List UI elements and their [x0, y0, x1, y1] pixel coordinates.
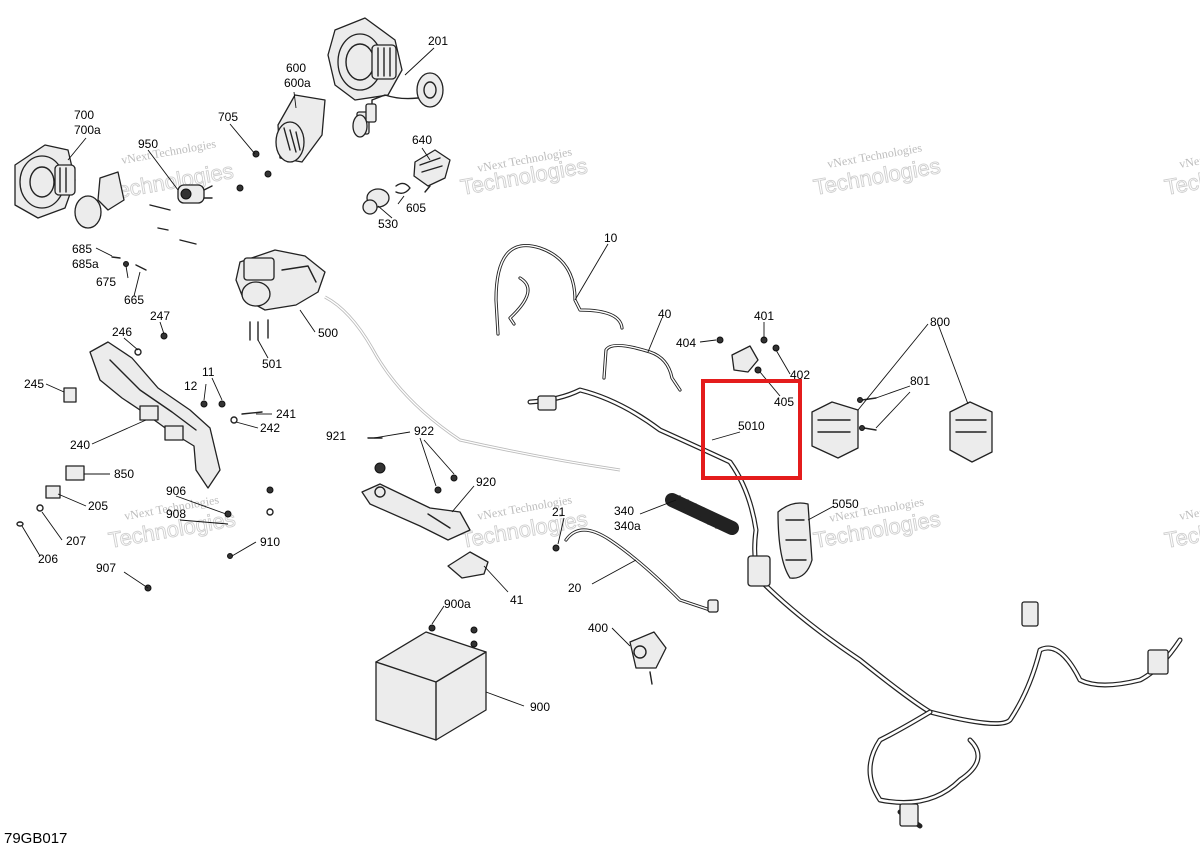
callout-605[interactable]: 605	[406, 201, 426, 215]
callout-405[interactable]: 405	[774, 395, 794, 409]
callout-404[interactable]: 404	[676, 336, 696, 350]
bracket-920	[361, 437, 471, 541]
callout-685[interactable]: 685	[72, 242, 92, 256]
svg-text:vNext Technologies: vNext Technologies	[1178, 140, 1200, 171]
callout-340[interactable]: 340	[614, 504, 634, 518]
callouts: 201 600 600a 700 700a 705 950 640 605 53…	[24, 34, 950, 714]
relay-400	[629, 631, 667, 685]
callout-800[interactable]: 800	[930, 315, 950, 329]
callout-700a[interactable]: 700a	[74, 123, 101, 137]
callout-5010[interactable]: 5010	[738, 419, 765, 433]
watermark-3: vNext Technologies Technologies	[811, 140, 943, 200]
ghost-cable	[324, 295, 621, 472]
callout-910[interactable]: 910	[260, 535, 280, 549]
callout-801[interactable]: 801	[910, 374, 930, 388]
socket-530	[362, 182, 411, 215]
callout-201[interactable]: 201	[428, 34, 448, 48]
callout-700[interactable]: 700	[74, 108, 94, 122]
callout-850[interactable]: 850	[114, 467, 134, 481]
callout-400[interactable]: 400	[588, 621, 608, 635]
callout-10[interactable]: 10	[604, 231, 618, 245]
headlight-700	[14, 144, 125, 229]
callout-21[interactable]: 21	[552, 505, 566, 519]
callout-401[interactable]: 401	[754, 309, 774, 323]
watermark-4: vNext Technologies Technologies	[1162, 140, 1200, 200]
main-harness	[527, 387, 1183, 829]
callout-11[interactable]: 11	[202, 365, 215, 379]
headlight-201	[327, 17, 444, 135]
callout-907[interactable]: 907	[96, 561, 116, 575]
callout-500[interactable]: 500	[318, 326, 338, 340]
module-800-left	[811, 401, 859, 459]
callout-240[interactable]: 240	[70, 438, 90, 452]
callout-241[interactable]: 241	[276, 407, 296, 421]
callout-922[interactable]: 922	[414, 424, 434, 438]
callout-402[interactable]: 402	[790, 368, 810, 382]
callout-5050[interactable]: 5050	[832, 497, 859, 511]
assembly-500	[235, 249, 326, 341]
callout-12[interactable]: 12	[184, 379, 198, 393]
callout-205[interactable]: 205	[88, 499, 108, 513]
screws-801	[857, 397, 877, 431]
callout-340a[interactable]: 340a	[614, 519, 641, 533]
callout-501[interactable]: 501	[262, 357, 282, 371]
cable-20	[552, 528, 719, 613]
callout-921[interactable]: 921	[326, 429, 346, 443]
leader-lines	[21, 47, 969, 707]
callout-206[interactable]: 206	[38, 552, 58, 566]
highlight-box	[701, 379, 802, 480]
callout-245[interactable]: 245	[24, 377, 44, 391]
callout-247[interactable]: 247	[150, 309, 170, 323]
watermark-5: vNext Technologies Technologies	[106, 492, 238, 553]
watermark-2: vNext Technologies Technologies	[458, 144, 590, 200]
socket-640	[413, 149, 451, 193]
module-800-right	[949, 401, 993, 463]
callout-675[interactable]: 675	[96, 275, 116, 289]
watermark-8: vNext Technologies Technologies	[1162, 492, 1200, 553]
callout-906[interactable]: 906	[166, 484, 186, 498]
small-parts-left	[16, 332, 274, 592]
callout-920[interactable]: 920	[476, 475, 496, 489]
callout-900a[interactable]: 900a	[444, 597, 471, 611]
svg-text:vNext Technologies: vNext Technologies	[1178, 492, 1200, 523]
callout-685a[interactable]: 685a	[72, 257, 99, 271]
callout-207[interactable]: 207	[66, 534, 86, 548]
callout-41[interactable]: 41	[510, 593, 524, 607]
cable-40	[602, 343, 682, 392]
callout-600[interactable]: 600	[286, 61, 306, 75]
callout-950[interactable]: 950	[138, 137, 158, 151]
callout-665[interactable]: 665	[124, 293, 144, 307]
battery-900	[375, 624, 487, 741]
callout-640[interactable]: 640	[412, 133, 432, 147]
callout-20[interactable]: 20	[568, 581, 582, 595]
tube-340	[665, 493, 739, 535]
ground-cable-10	[494, 244, 624, 336]
switch-950	[177, 184, 213, 204]
watermark-1: vNext Technologies Technologies	[104, 136, 236, 205]
callout-530[interactable]: 530	[378, 217, 398, 231]
solenoid-402	[716, 336, 780, 374]
callout-40[interactable]: 40	[658, 307, 672, 321]
watermark-6: vNext Technologies Technologies	[458, 492, 590, 553]
callout-600a[interactable]: 600a	[284, 76, 311, 90]
boot-5050	[777, 502, 813, 579]
callout-900[interactable]: 900	[530, 700, 550, 714]
diagram-reference-code: 79GB017	[4, 830, 67, 847]
callout-242[interactable]: 242	[260, 421, 280, 435]
bracket-240	[89, 341, 221, 489]
callout-705[interactable]: 705	[218, 110, 238, 124]
bracket-41	[447, 551, 489, 579]
callout-908[interactable]: 908	[166, 507, 186, 521]
bulb-cover-600	[275, 94, 368, 163]
callout-246[interactable]: 246	[112, 325, 132, 339]
